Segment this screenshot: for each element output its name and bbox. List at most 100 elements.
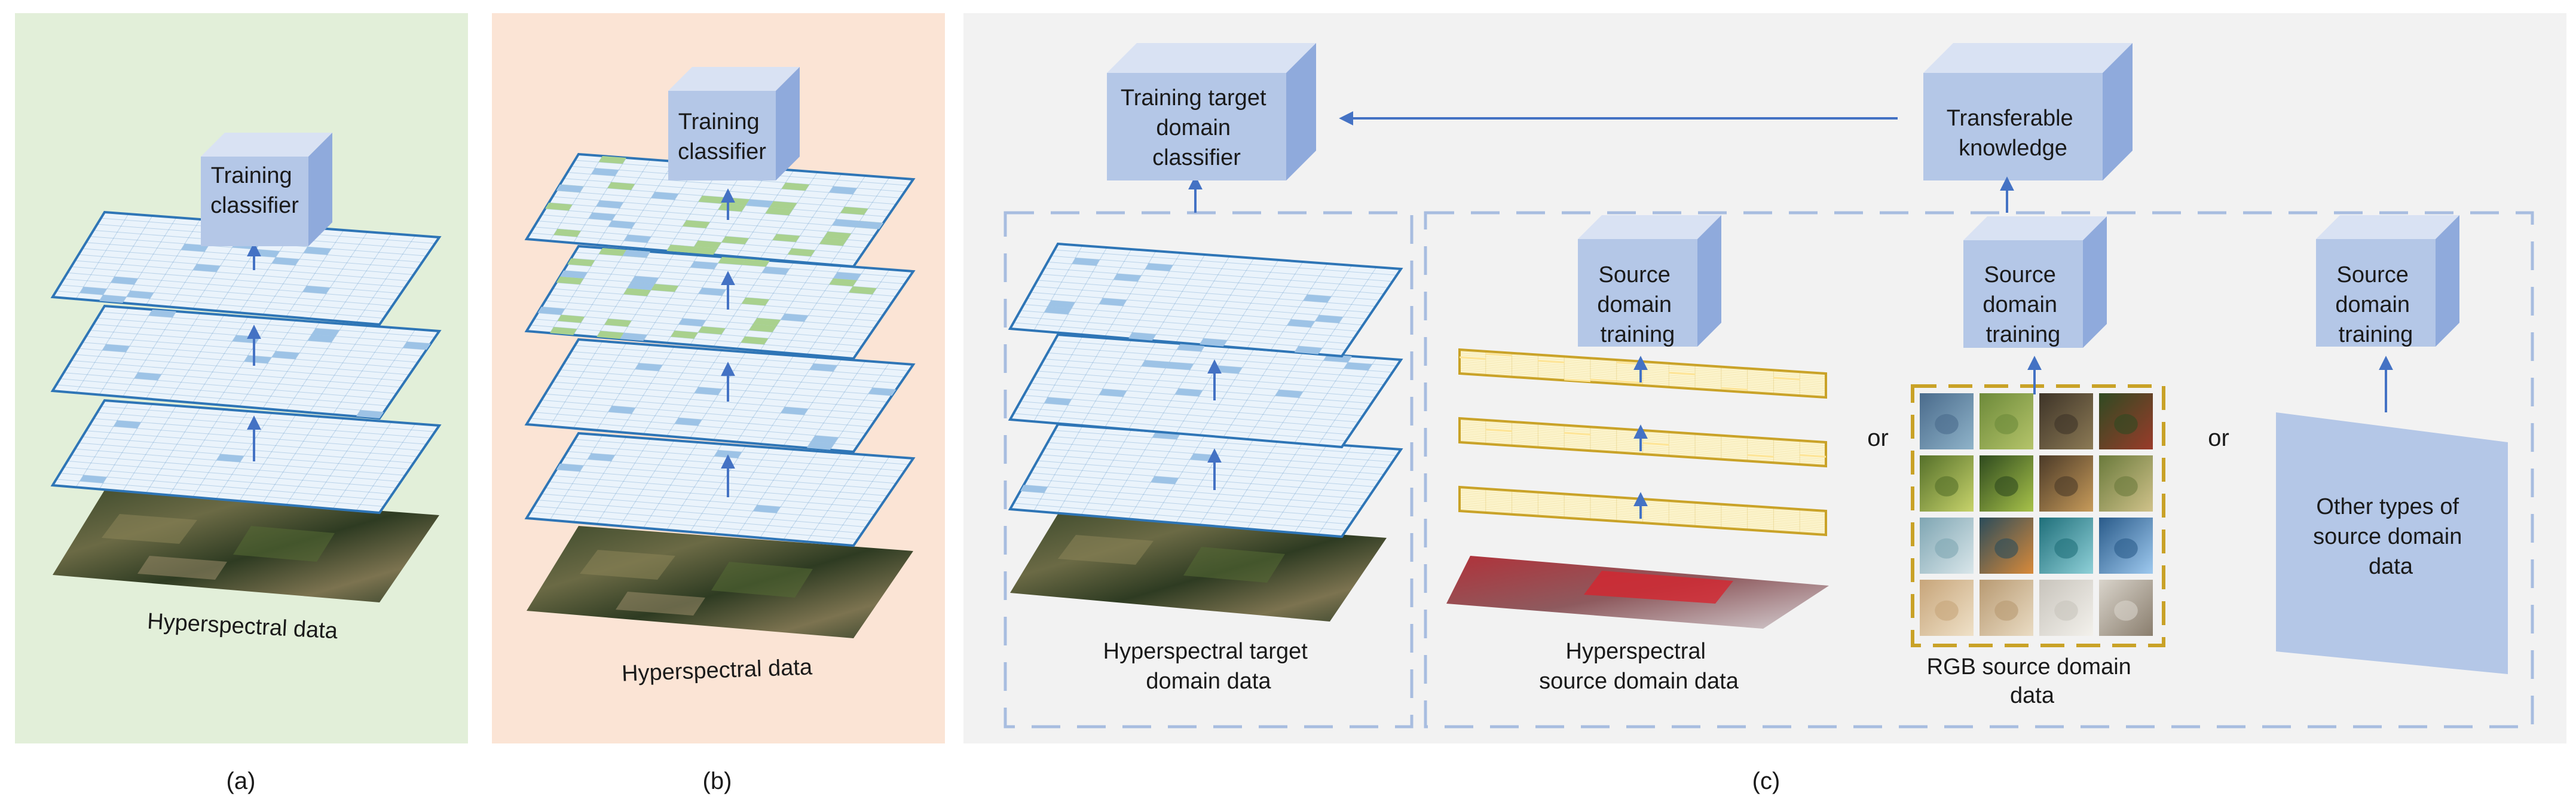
svg-text:Other types of source do: Other types of source domain data [2313,494,2468,579]
knowledge-line2: knowledge [1959,136,2067,161]
thumbnail-subject [1994,414,2018,434]
grid-cell [666,244,695,253]
rgb-source-label-line1: RGB source domain [1927,654,2131,680]
grid-cell [622,250,650,258]
grid-cell [244,355,272,364]
grid-cell [545,203,573,211]
grid-cell [819,237,848,246]
classifier-label-b-line1: Training [678,109,760,134]
grid-cell [537,307,565,315]
knowledge-line1: Transferable [1947,106,2073,131]
grid-layer-c-src2 [1458,417,1827,468]
grid-cell [678,318,706,327]
box-front [1107,73,1286,180]
box-top [1578,215,1721,239]
box-front [1578,239,1697,347]
box-side [1286,43,1316,180]
thumbnail-subject [1994,538,2018,559]
grid-plane [50,399,442,515]
caption-b: (b) [703,768,732,794]
thumbnail-subject [1994,476,2018,497]
grid-cell [829,278,857,287]
grid-cell [556,276,584,284]
grid-cell [587,453,615,461]
grid-layer-b2 [524,338,916,454]
grid-cell [635,363,663,371]
grid-cell [1642,442,1669,446]
grid-cell [588,212,616,221]
thumbnail-subject [2114,414,2138,434]
thumbnail-subject [2054,476,2078,497]
grid-cell [840,206,868,215]
box-front [2316,239,2436,347]
grid-cell [697,326,726,335]
grid-cell [1294,346,1323,354]
grid-cell [1141,360,1170,368]
grid-cell [1721,387,1748,391]
source-training-box-1 [1578,215,1721,347]
grid-cell [823,231,852,240]
box-side [776,67,800,180]
grid-cell [192,264,221,273]
thumbnail-subject [2054,600,2078,621]
grid-cell [745,199,773,207]
grid-layer-a1 [50,399,442,515]
grid-cell [556,184,584,192]
grid-cell [671,330,698,339]
svg-text:RGB source domain data: RGB source domain data [1927,654,2138,708]
transferable-knowledge-box [1923,43,2133,180]
grid-plane [1008,242,1403,358]
rgb-image-grid [1920,393,2153,636]
thumbnail-subject [1994,600,2018,621]
source-training-2-line3: training [1986,322,2061,347]
other-source-label-line1: Other types of [2316,494,2459,519]
target-domain-dashed-region [1004,211,1414,729]
grid-lines [1459,351,1827,396]
grid-cell [567,258,595,267]
source-training-1-line3: training [1601,322,1675,347]
grid-cell [741,297,770,306]
source-training-3-line3: training [2339,322,2413,347]
source-training-2-line2: domain [1983,292,2057,317]
hyperspectral-source-field [1584,571,1733,604]
grid-cell [1315,315,1344,323]
grid-cell [1669,372,1696,375]
grid-cell [721,236,749,244]
grid-cell [810,435,839,444]
grid-cell [627,282,655,290]
grid-cell [765,207,793,216]
grid-cell [749,324,777,332]
source-domain-dashed-region [1424,211,2534,729]
grid-layer-a2 [50,304,442,420]
grid-cell [271,351,299,359]
grid-cell [216,454,244,463]
training-classifier-box-b [668,67,800,180]
thumbnail-subject [2114,538,2138,559]
svg-text:Transferable knowledge: Transferable knowledge [1947,106,2079,161]
grid-cell [682,220,710,228]
grid-cell [303,246,332,255]
target-classifier-line1: Training target [1121,85,1266,111]
grid-cell [781,406,809,415]
grid-layer-a3 [50,210,442,326]
grid-cell [307,334,336,343]
grid-plane [524,152,916,268]
grid-cell [1564,378,1590,382]
box-side [308,133,332,246]
other-source-label-line3: data [2369,554,2413,579]
grid-cell [620,332,647,341]
thumbnail-subject [2114,476,2138,497]
grid-cell [591,168,619,176]
grid-cell [1773,377,1800,381]
grid-cell [829,186,857,195]
grid-cell [855,221,883,229]
svg-text:Training classifier: Training classifier [210,163,299,218]
thumbnail-subject [1935,414,1959,434]
grid-cell [1747,454,1774,458]
grid-cell [698,195,726,204]
grid-cell [598,248,626,256]
classifier-label-a-line1: Training [211,163,292,188]
grid-cell [1176,344,1205,352]
grid-cell [1287,319,1315,328]
grid-cell [1485,353,1512,357]
